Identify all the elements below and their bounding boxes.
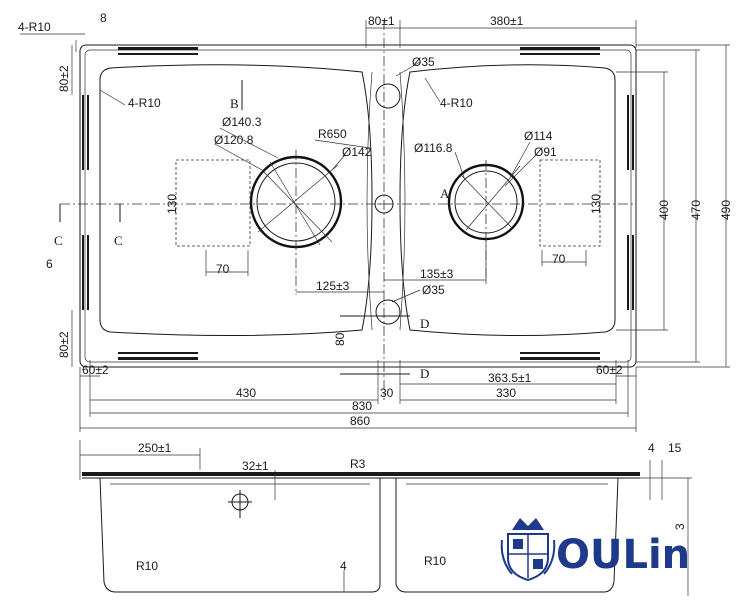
- crest-icon: [500, 518, 556, 582]
- label-4-bottom: 4: [340, 559, 347, 573]
- label-hole-top: Ø35: [412, 55, 435, 69]
- label-d116: Ø116.8: [414, 141, 453, 155]
- label-gap-side: 6: [46, 257, 53, 271]
- label-section-d-top: D: [420, 316, 429, 331]
- label-4-r10-left: 4-R10: [128, 96, 161, 110]
- side-view-labels: 250±1 32±1 R3 4 15 3 R10 R10 4: [136, 441, 687, 573]
- label-section-d-bottom: D: [420, 366, 429, 381]
- side-right-bowl: [395, 477, 619, 593]
- side-left-bowl: [99, 477, 381, 593]
- label-60-left: 60±2: [82, 363, 109, 377]
- dashed-cutout-left: [175, 159, 251, 247]
- label-80-center: 80: [333, 332, 347, 346]
- label-860: 860: [350, 414, 370, 428]
- dimension-labels: 4-R10 8 80±1 380±1 Ø35 80±2 4-R10 4-R10 …: [18, 11, 733, 428]
- label-135: 135±3: [420, 267, 454, 281]
- label-d142: Ø142: [342, 145, 372, 159]
- side-drain-symbol: [228, 490, 252, 518]
- label-250: 250±1: [138, 441, 172, 455]
- label-gap-top: 8: [100, 11, 107, 25]
- label-section-c-left: C: [54, 233, 63, 248]
- label-80-left-top: 80±2: [57, 65, 71, 92]
- label-60-right: 60±2: [596, 363, 623, 377]
- side-view: [79, 440, 692, 596]
- label-830: 830: [352, 399, 372, 413]
- label-70-right: 70: [552, 252, 566, 266]
- mounting-clips-top: [118, 47, 600, 55]
- label-130-right: 130: [589, 194, 603, 214]
- divider-right-curve: [399, 71, 406, 331]
- label-r10-right: R10: [424, 554, 446, 568]
- mounting-clips-bottom: [118, 352, 600, 360]
- label-470: 470: [689, 200, 703, 220]
- label-r650: R650: [318, 127, 347, 141]
- label-32: 32±1: [242, 459, 269, 473]
- label-hole-bottom: Ø35: [422, 283, 445, 297]
- left-bowl-outline: [99, 64, 373, 337]
- label-d91: Ø91: [534, 145, 557, 159]
- label-130-left: 130: [165, 194, 179, 214]
- mounting-clips-left: [82, 95, 89, 310]
- label-400: 400: [657, 200, 671, 220]
- dashed-cutout-right: [539, 159, 601, 247]
- label-section-b: B: [230, 96, 239, 111]
- label-30: 30: [380, 386, 394, 400]
- label-d140: Ø140.3: [222, 115, 262, 129]
- label-section-a: A: [440, 186, 450, 201]
- top-view: [59, 20, 637, 400]
- brand-logo: OULin: [500, 518, 690, 582]
- label-490: 490: [719, 200, 733, 220]
- right-bowl-outline: [399, 64, 616, 337]
- label-80-left-bottom: 80±2: [57, 331, 71, 358]
- label-d120: Ø120.8: [214, 133, 254, 147]
- dimension-lines: [20, 20, 730, 432]
- faucet-hole-bottom: [375, 299, 401, 325]
- label-70-left: 70: [216, 262, 230, 276]
- label-430: 430: [236, 386, 256, 400]
- label-d114: Ø114: [524, 129, 553, 143]
- label-380: 380±1: [490, 14, 524, 28]
- sink-inner-frame: [84, 49, 632, 363]
- label-330: 330: [496, 386, 516, 400]
- label-4-r10-outer: 4-R10: [18, 20, 51, 34]
- label-125: 125±3: [316, 279, 350, 293]
- brand-name: OULin: [556, 532, 690, 578]
- label-363: 363.5±1: [488, 371, 532, 385]
- label-r10-left: R10: [136, 559, 158, 573]
- label-4-top: 4: [648, 441, 655, 455]
- divider-left-curve: [366, 71, 373, 331]
- faucet-hole-top: [375, 83, 401, 109]
- label-r3: R3: [350, 457, 366, 471]
- label-height: 3: [673, 523, 687, 530]
- label-80-top: 80±1: [368, 14, 395, 28]
- side-rim: [82, 472, 640, 476]
- sink-outer-frame: [79, 44, 637, 368]
- label-4-r10-right: 4-R10: [440, 96, 473, 110]
- label-section-c-right: C: [114, 233, 123, 248]
- mounting-clips-right: [627, 95, 634, 310]
- label-15: 15: [668, 441, 682, 455]
